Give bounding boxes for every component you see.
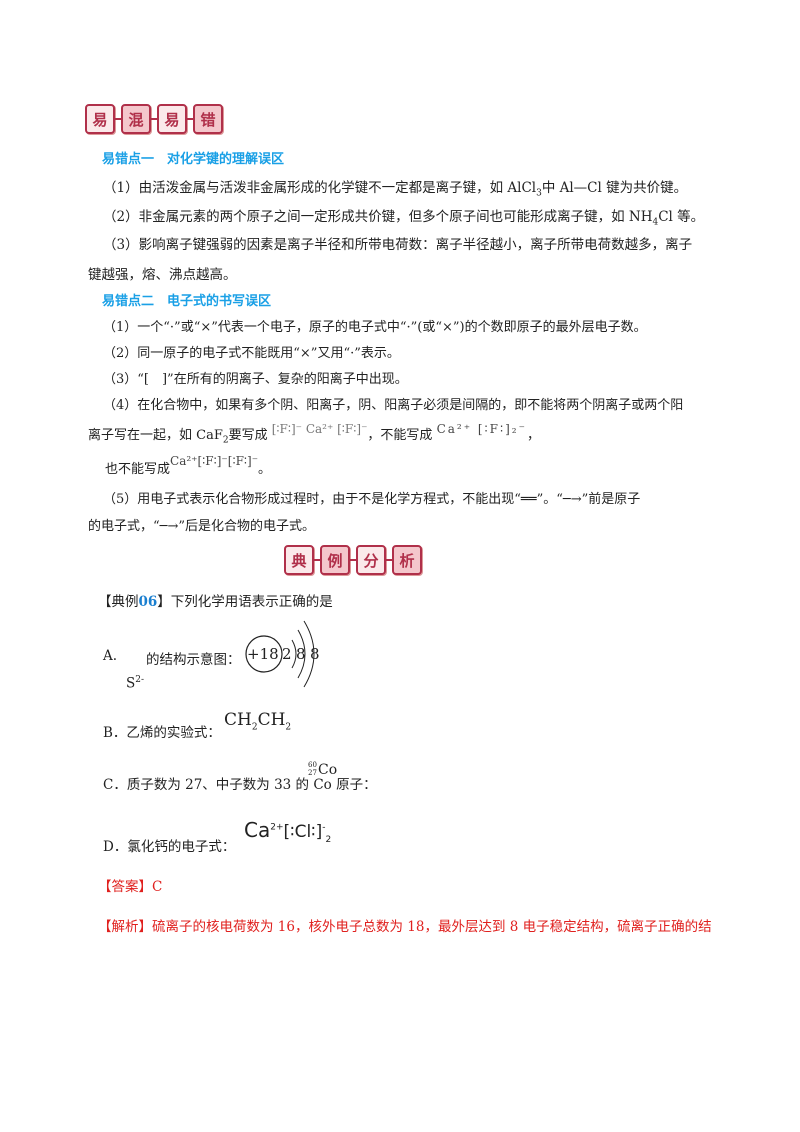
- text: ，不能写成: [367, 428, 433, 443]
- text: （2）非金属元素的两个原子之间一定形成共价键，但多个原子间也可能形成离子键，如 …: [103, 209, 653, 225]
- shell-electrons: 2: [282, 645, 292, 663]
- electron-formula-wrong: Ca²⁺ [∶F∶]₂⁻: [436, 422, 527, 436]
- option-a-text: 的结构示意图：: [146, 652, 241, 668]
- option-a-label: A.: [103, 648, 118, 664]
- text: Cl 等。: [658, 209, 705, 225]
- text: 。: [258, 462, 272, 477]
- analysis-text: 硫离子的核电荷数为 16，核外电子总数为 18，最外层达到 8 电子稳定结构，硫…: [152, 919, 712, 935]
- paragraph: 键越强，熔、沸点越高。: [88, 267, 237, 283]
- nucleus-charge: +18: [247, 645, 279, 663]
- option-b-formula: CH2CH2: [224, 710, 291, 732]
- shell-electrons: 8: [296, 645, 306, 663]
- atomic-number: 27: [308, 769, 317, 777]
- banner-tile: 易: [85, 104, 115, 134]
- electron-formula-correct: [∶F∶]⁻ Ca²⁺ [∶F∶]⁻: [271, 422, 368, 436]
- subscript: 2: [285, 722, 292, 733]
- example-question: 【典例06】下列化学用语表示正确的是: [98, 590, 333, 610]
- answer: 【答案】C: [98, 875, 162, 895]
- subscript: 4: [652, 217, 659, 228]
- label: 】: [157, 594, 171, 610]
- paragraph: 离子写在一起，如 CaF2要写成 [∶F∶]⁻ Ca²⁺ [∶F∶]⁻，不能写成…: [88, 422, 540, 446]
- superscript: 2+: [270, 822, 284, 833]
- subscript: 2: [251, 722, 258, 733]
- option-d-formula: Ca2+[∶Cl∶]- 2: [244, 818, 331, 845]
- text: 离子写在一起，如 CaF: [88, 428, 223, 443]
- banner-tile: 例: [320, 545, 350, 575]
- option-b-text: B．乙烯的实验式：: [103, 725, 221, 741]
- text: （1）由活泼金属与活泼非金属形成的化学键不一定都是离子键，如 AlCl: [103, 180, 537, 196]
- banner-tile: 易: [157, 104, 187, 134]
- text: CH: [224, 710, 252, 730]
- electron-formula-wrong: Ca²⁺[∶F∶]⁻[∶F∶]⁻: [170, 454, 259, 468]
- sulfide-ion: S2-: [126, 675, 144, 692]
- banner-tile: 错: [193, 104, 223, 134]
- text: CH: [257, 710, 286, 730]
- subscript: 3: [536, 188, 542, 199]
- option-d-text: D．氯化钙的电子式：: [103, 839, 236, 855]
- superscript: 2-: [135, 675, 145, 685]
- paragraph: 的电子式，“─→”后是化合物的电子式。: [88, 519, 316, 534]
- subscript: 2: [222, 435, 229, 446]
- analysis: 【解析】硫离子的核电荷数为 16，核外电子总数为 18，最外层达到 8 电子稳定…: [98, 915, 712, 935]
- option-c-text: C．质子数为 27、中子数为 33 的 Co 原子：: [103, 777, 377, 793]
- text: 也不能写成: [105, 462, 171, 477]
- cobalt-symbol: Co: [318, 762, 338, 778]
- banner-tile: 分: [356, 545, 386, 575]
- banner-yi-hun-yi-cuo: 易 混 易 错: [85, 104, 223, 134]
- paragraph: （3）“[ ]”在所有的阴离子、复杂的阳离子中出现。: [103, 372, 408, 387]
- text: ，: [526, 428, 540, 443]
- analysis-label: 【解析】: [98, 919, 152, 935]
- answer-label: 【答案】: [98, 879, 152, 895]
- paragraph: （5）用电子式表示化合物形成过程时，由于不是化学方程式，不能出现“══”。“─→…: [103, 492, 641, 507]
- subscript: 2: [325, 835, 332, 845]
- banner-tile: 混: [121, 104, 151, 134]
- section1-heading: 易错点一 对化学键的理解误区: [102, 152, 285, 167]
- shell-electrons: 8: [310, 645, 320, 663]
- text: 要写成: [228, 428, 268, 443]
- chloride-electron-formula: [∶Cl∶]: [283, 822, 323, 842]
- banner-dian-li-fen-xi: 典 例 分 析: [284, 545, 422, 575]
- paragraph: （2）非金属元素的两个原子之间一定形成共价键，但多个原子间也可能形成离子键，如 …: [103, 205, 704, 228]
- question-text: 下列化学用语表示正确的是: [170, 594, 333, 610]
- atomic-structure-diagram: [245, 620, 315, 688]
- paragraph: （2）同一原子的电子式不能既用“×”又用“·”表示。: [103, 346, 400, 361]
- banner-tile: 典: [284, 545, 314, 575]
- label: 【典例: [98, 594, 139, 610]
- paragraph: （1）一个“·”或“×”代表一个电子，原子的电子式中“·”(或“×”)的个数即原…: [103, 320, 647, 335]
- section2-heading: 易错点二 电子式的书写误区: [102, 294, 272, 309]
- paragraph: （3）影响离子键强弱的因素是离子半径和所带电荷数：离子半径越小，离子所带电荷数越…: [103, 237, 693, 253]
- text: S: [126, 675, 136, 692]
- example-number: 06: [138, 594, 158, 610]
- paragraph: （4）在化合物中，如果有多个阴、阳离子，阴、阳离子必须是间隔的，即不能将两个阴离…: [103, 398, 684, 413]
- text: 中 Al—Cl 键为共价键。: [541, 180, 688, 196]
- paragraph: 也不能写成Ca²⁺[∶F∶]⁻[∶F∶]⁻。: [105, 454, 272, 477]
- paragraph: （1）由活泼金属与活泼非金属形成的化学键不一定都是离子键，如 AlCl3中 Al…: [103, 176, 687, 199]
- mass-number: 60: [308, 761, 317, 769]
- answer-value: C: [152, 879, 163, 895]
- text: Ca: [244, 818, 271, 842]
- superscript: -: [322, 822, 326, 833]
- banner-tile: 析: [392, 545, 422, 575]
